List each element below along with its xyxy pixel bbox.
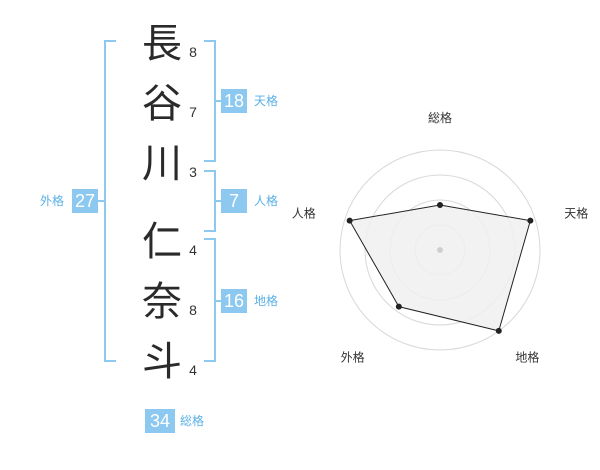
stroke-count-2: 7: [189, 104, 197, 120]
radar-axis-label-4: 外格: [341, 349, 365, 364]
chikaku-label: 地格: [254, 294, 279, 308]
radar-point-3: [495, 327, 502, 334]
radar-axis-label-1: 総格: [428, 110, 452, 125]
name-char-5: 奈: [142, 279, 182, 325]
name-char-2: 谷: [142, 81, 182, 127]
stroke-count-3: 3: [189, 164, 197, 180]
jinkaku-score-badge: 7: [221, 189, 247, 213]
tenkaku-label: 天格: [254, 94, 279, 108]
radar-axis-label-5: 人格: [292, 206, 316, 221]
stroke-count-5: 8: [189, 302, 197, 318]
radar-axis-label-2: 天格: [564, 206, 588, 221]
stroke-count-1: 8: [189, 44, 197, 60]
gaikaku-bracket-tick: [98, 200, 106, 202]
tenkaku-score-badge: 18: [221, 89, 247, 113]
stroke-count-6: 4: [189, 362, 197, 378]
radar-axis-label-3: 地格: [515, 349, 539, 364]
radar-center-dot: [437, 247, 443, 253]
name-char-3: 川: [142, 141, 182, 187]
soukaku-label: 総格: [180, 414, 205, 428]
soukaku-score-badge: 34: [145, 409, 175, 433]
name-char-4: 仁: [142, 219, 182, 265]
radar-ring: [339, 149, 541, 351]
jinkaku-bracket-tick: [214, 200, 222, 202]
radar-point-5: [346, 217, 353, 224]
jinkaku-label: 人格: [254, 194, 279, 208]
tenkaku-bracket-tick: [214, 100, 222, 102]
stroke-count-4: 4: [189, 242, 197, 258]
radar-polygon: [348, 204, 531, 332]
gaikaku-score-badge: 27: [72, 189, 98, 213]
name-char-1: 長: [142, 21, 182, 67]
radar-point-2: [527, 217, 534, 224]
name-char-6: 斗: [142, 339, 182, 385]
gaikaku-label: 外格: [40, 194, 65, 208]
chikaku-bracket-tick: [214, 300, 222, 302]
chikaku-score-badge: 16: [221, 289, 247, 313]
radar-point-4: [395, 303, 402, 310]
radar-point-1: [437, 202, 443, 208]
